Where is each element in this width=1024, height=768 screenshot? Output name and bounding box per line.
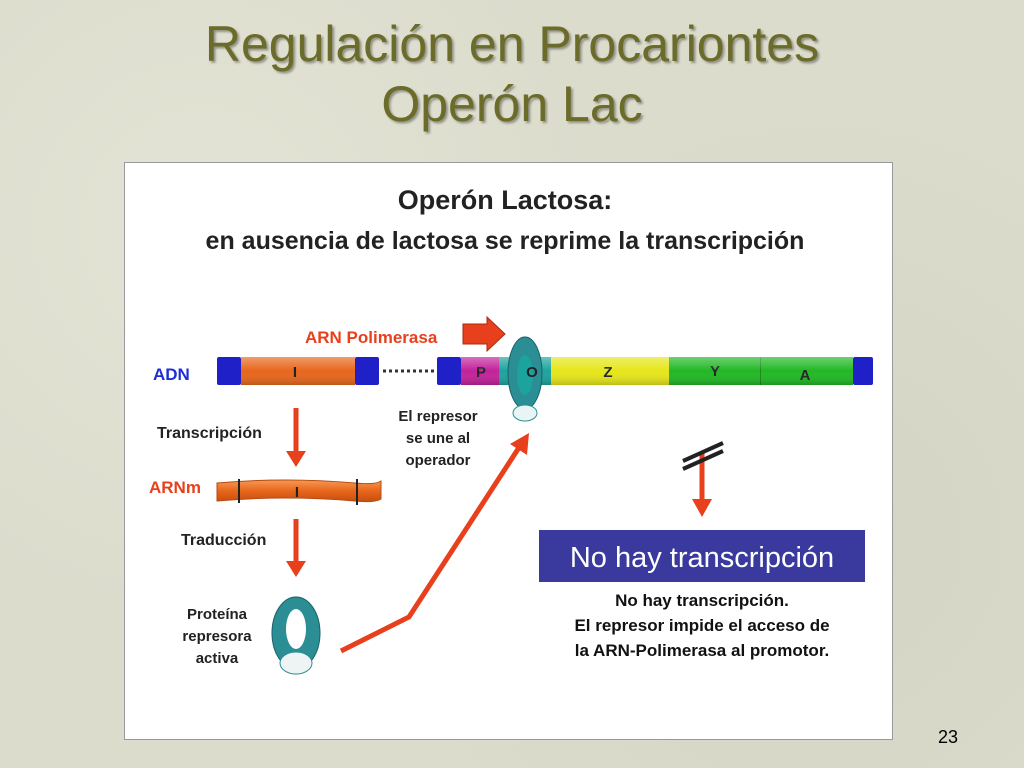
dna-spacer-left bbox=[355, 357, 379, 385]
repressor-binds-line-2: se une al bbox=[406, 430, 470, 447]
repressor-binds-line-1: El represor bbox=[398, 408, 477, 425]
diagram-heading-line-1: Operón Lactosa: bbox=[398, 185, 613, 215]
translation-arrow-icon bbox=[286, 561, 306, 577]
translation-label: Traducción bbox=[181, 532, 266, 549]
protein-line-3: activa bbox=[196, 650, 239, 667]
protein-line-2: represora bbox=[182, 628, 252, 645]
transcription-label: Transcripción bbox=[157, 425, 262, 442]
explanation-line-1: No hay transcripción. bbox=[615, 591, 789, 610]
repressor-binds-line-3: operador bbox=[405, 452, 470, 469]
polymerase-arrow-icon bbox=[462, 315, 506, 353]
bound-repressor-icon bbox=[507, 336, 543, 422]
slide-title: Regulación en Procariontes Operón Lac bbox=[0, 14, 1024, 134]
blocked-arrow-icon bbox=[692, 499, 712, 517]
dna-end-left bbox=[217, 357, 241, 385]
explanation-line-3: la ARN-Polimerasa al promotor. bbox=[575, 641, 829, 660]
explanation-line-2: El represor impide el acceso de bbox=[574, 616, 829, 635]
repressor-binding-arrow bbox=[339, 444, 523, 654]
dna-label: ADN bbox=[153, 365, 190, 384]
dna-end-right bbox=[853, 357, 873, 385]
transcription-arrow-icon bbox=[286, 451, 306, 467]
active-repressor-icon bbox=[271, 596, 321, 675]
dna-spacer-right bbox=[437, 357, 461, 385]
mrna-segment-label: I bbox=[295, 484, 299, 501]
operon-diagram-panel: Operón Lactosa: en ausencia de lactosa s… bbox=[124, 162, 893, 740]
repressor-binding-arrowhead-icon bbox=[510, 433, 529, 455]
protein-line-1: Proteína bbox=[187, 606, 248, 623]
gene-i-label: I bbox=[293, 364, 297, 381]
mrna-strand bbox=[216, 479, 382, 503]
operon-diagram: Operón Lactosa: en ausencia de lactosa s… bbox=[149, 185, 873, 675]
block-mark-2 bbox=[682, 449, 724, 471]
polymerase-label: ARN Polimerasa bbox=[305, 328, 438, 347]
slide-title-line-2: Operón Lac bbox=[381, 76, 643, 132]
no-transcription-box-text: No hay transcripción bbox=[570, 542, 834, 574]
diagram-heading-line-2: en ausencia de lactosa se reprime la tra… bbox=[206, 227, 805, 255]
slide-title-line-1: Regulación en Procariontes bbox=[204, 16, 820, 72]
block-mark-1 bbox=[682, 441, 724, 463]
mrna-label: ARNm bbox=[149, 478, 201, 497]
operator-label: O bbox=[526, 364, 538, 381]
page-number: 23 bbox=[938, 727, 959, 747]
no-transcription-box bbox=[539, 530, 865, 582]
